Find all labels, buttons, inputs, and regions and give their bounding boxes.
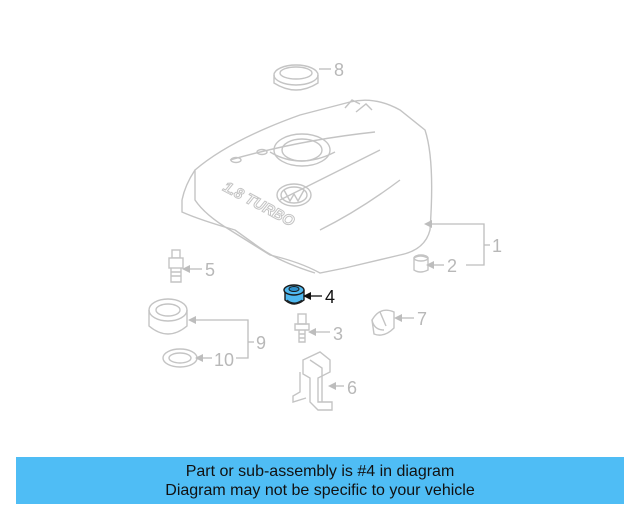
- leader-9: [190, 319, 249, 359]
- callout-5[interactable]: 5: [205, 260, 215, 280]
- info-banner: Part or sub-assembly is #4 in diagram Di…: [16, 457, 624, 504]
- part-8-grommet[interactable]: [273, 64, 319, 91]
- banner-line-part: Part or sub-assembly is #4 in diagram: [185, 462, 455, 480]
- banner-line-disclaimer: Diagram may not be specific to your vehi…: [165, 481, 475, 499]
- callout-1[interactable]: 1: [492, 236, 502, 256]
- parts-diagram: 8 1.8 TURBO 1 2: [148, 60, 502, 411]
- part-4-grommet[interactable]: [283, 284, 305, 305]
- part-2-clip[interactable]: [413, 254, 429, 273]
- part-7-clamp[interactable]: [371, 309, 395, 336]
- part-6-bracket[interactable]: [292, 351, 333, 411]
- callout-2[interactable]: 2: [447, 256, 457, 276]
- callout-8[interactable]: 8: [334, 60, 344, 80]
- callout-4[interactable]: 4: [325, 287, 335, 307]
- callout-6[interactable]: 6: [347, 378, 357, 398]
- part-10-ring[interactable]: [162, 348, 198, 368]
- part-3-bolt[interactable]: [294, 313, 310, 343]
- callout-7[interactable]: 7: [417, 309, 427, 329]
- vw-logo: [276, 183, 312, 207]
- callout-9[interactable]: 9: [256, 333, 266, 353]
- part-9-large-grommet[interactable]: [148, 298, 188, 335]
- part-5-stud[interactable]: [168, 249, 184, 283]
- leader-1: [432, 223, 485, 266]
- callout-10[interactable]: 10: [214, 350, 234, 370]
- part-1-engine-cover[interactable]: [181, 99, 433, 274]
- callout-3[interactable]: 3: [333, 324, 343, 344]
